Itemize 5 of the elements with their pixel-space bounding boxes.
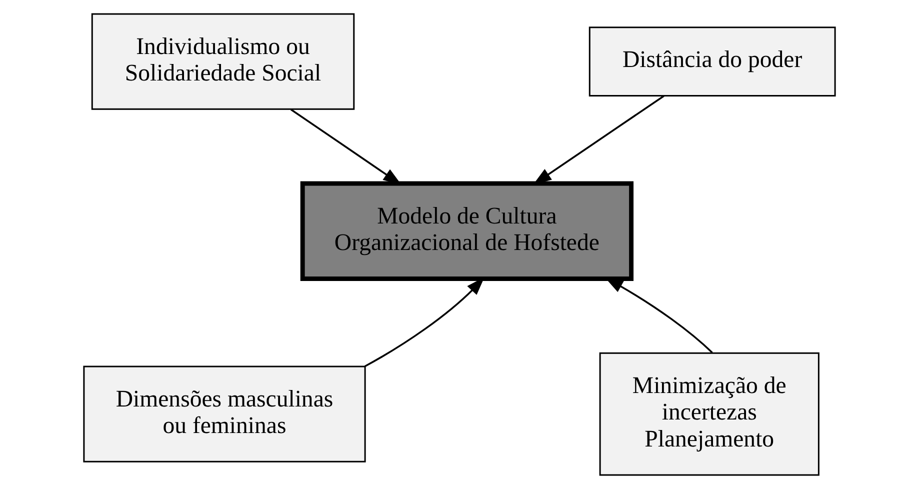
- node-box: Modelo de Cultura Organizacional de Hofstede: [300, 181, 634, 281]
- node-box: Distância do poder: [588, 26, 836, 96]
- node-box: Dimensões masculinas ou femininas: [82, 366, 366, 462]
- node-box: Minimização de incertezas Planejamento: [598, 352, 819, 476]
- node-box: Individualismo ou Solidariedade Social: [90, 13, 354, 110]
